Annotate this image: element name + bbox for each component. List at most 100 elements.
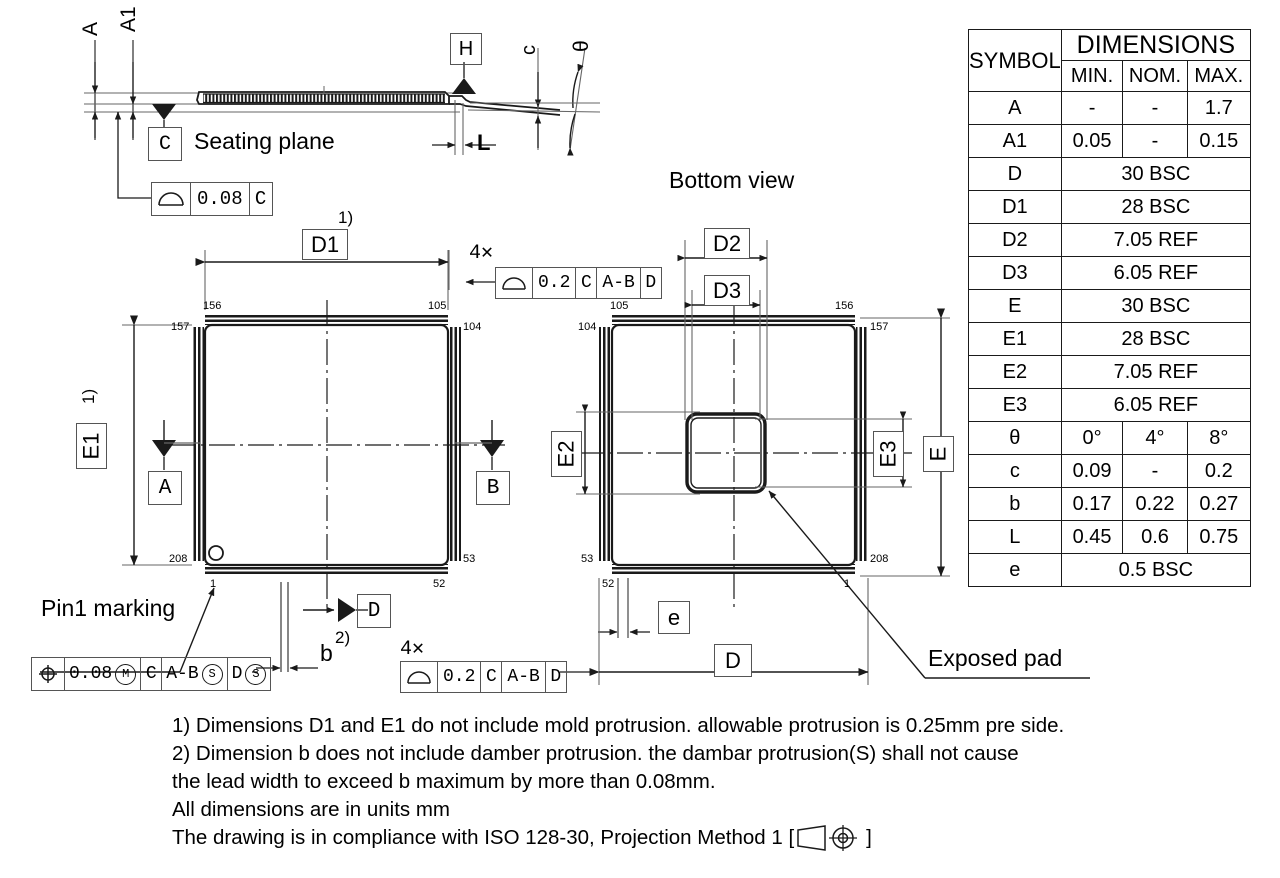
- pin-num-upper-left: 157: [171, 321, 190, 333]
- position-datum2-cell: A-B S: [162, 658, 228, 690]
- bottom-profile-symbol-cell: [401, 662, 438, 692]
- position-datum2: A-B: [166, 664, 199, 684]
- note-line-5: The drawing is in compliance with ISO 12…: [172, 826, 795, 849]
- datum-d-label: D: [367, 599, 381, 623]
- position-tolerance-value: 0.08: [69, 664, 113, 684]
- datum-b-box: B: [476, 471, 510, 505]
- table-cell-symbol: D3: [968, 256, 1062, 290]
- dim-e3-label: E3: [875, 440, 901, 468]
- rfs-modifier-icon-2: S: [245, 663, 267, 685]
- pin-num-bottom-right: 52: [433, 578, 446, 590]
- bv-pin-num-lower-right: 208: [870, 553, 889, 565]
- table-cell-nom: -: [1122, 454, 1188, 488]
- dim-e2-label: E2: [553, 440, 579, 468]
- top-profile-datum2-cell: A-B: [597, 268, 641, 298]
- top-profile-datum3-cell: D: [641, 268, 661, 298]
- rfs-modifier-icon-1: S: [201, 663, 223, 685]
- profile-surface-icon: [502, 276, 526, 290]
- table-cell-value-span: 28 BSC: [1060, 322, 1252, 356]
- bv-pin-num-top-right: 156: [835, 300, 854, 312]
- top-profile-datum3: D: [645, 273, 657, 293]
- max-header: MAX.: [1186, 60, 1252, 92]
- table-cell-value-span: 28 BSC: [1060, 190, 1252, 224]
- bv-pin-num-lower-left: 53: [581, 553, 594, 565]
- dim-e1-box: E1: [76, 423, 107, 469]
- table-cell-min: 0.05: [1060, 124, 1124, 158]
- profile-surface-icon: [407, 670, 431, 684]
- datum-b-label: B: [486, 476, 500, 500]
- bottom-profile-fcf: 0.2 C A-B D: [400, 661, 567, 693]
- table-cell-value-span: 7.05 REF: [1060, 355, 1252, 389]
- dim-b-note: 2): [335, 628, 351, 647]
- dim-e-pitch-label: e: [667, 604, 681, 630]
- pin1-marking-label: Pin1 marking: [41, 595, 176, 621]
- side-view-dim-c-label: c: [518, 45, 540, 55]
- pin-num-lower-right: 53: [463, 553, 476, 565]
- table-cell-min: -: [1060, 91, 1124, 125]
- flatness-datum-cell: C: [250, 183, 272, 215]
- note-line-2: 2) Dimension b does not include damber p…: [172, 742, 1019, 765]
- pin-num-top-left: 156: [203, 300, 222, 312]
- table-cell-value-span: 6.05 REF: [1060, 388, 1252, 422]
- table-cell-nom: 4°: [1122, 421, 1188, 455]
- table-cell-symbol: L: [968, 520, 1062, 554]
- table-cell-max: 0.75: [1186, 520, 1252, 554]
- top-profile-symbol-cell: [496, 268, 533, 298]
- dim-e1-note: 1): [79, 388, 98, 404]
- top-profile-datum2: A-B: [602, 273, 635, 293]
- datum-c-label: C: [158, 132, 171, 156]
- table-cell-symbol: E1: [968, 322, 1062, 356]
- exposed-pad-label: Exposed pad: [928, 645, 1063, 671]
- dim-d-box: D: [714, 644, 752, 677]
- table-cell-symbol: e: [968, 553, 1062, 587]
- bottom-profile-datum1: C: [486, 667, 497, 687]
- dim-d3-label: D3: [712, 277, 742, 303]
- bottom-profile-datum2: A-B: [507, 667, 540, 687]
- note-line-4: All dimensions are in units mm: [172, 798, 450, 821]
- note-line-5-tail: ]: [866, 826, 872, 849]
- position-datum1: C: [145, 664, 157, 684]
- dim-e-label: E: [925, 446, 951, 462]
- profile-surface-icon: [158, 192, 184, 206]
- table-cell-symbol: D1: [968, 190, 1062, 224]
- table-cell-nom: -: [1122, 91, 1188, 125]
- table-cell-symbol: E2: [968, 355, 1062, 389]
- bv-pin-num-upper-right: 157: [870, 321, 889, 333]
- dim-e-pitch-box: e: [658, 601, 690, 634]
- datum-c-box: C: [148, 127, 182, 161]
- table-cell-nom: -: [1122, 124, 1188, 158]
- table-cell-max: 1.7: [1186, 91, 1252, 125]
- first-angle-projection-icon: [797, 825, 858, 851]
- datum-d-box: D: [357, 594, 391, 628]
- position-datum3: D: [231, 664, 243, 684]
- datum-h-box: H: [450, 33, 482, 65]
- symbol-header: SYMBOL: [968, 29, 1062, 92]
- top-profile-multiplier: 4✕: [469, 242, 494, 265]
- mmc-modifier-icon: M: [115, 663, 137, 685]
- dimensions-header: DIMENSIONS: [1060, 29, 1252, 61]
- table-cell-max: 8°: [1186, 421, 1252, 455]
- table-cell-min: 0.45: [1060, 520, 1124, 554]
- pin-num-upper-right: 104: [463, 321, 482, 333]
- side-view-dim-theta-label: θ: [570, 40, 593, 52]
- bottom-profile-value: 0.2: [443, 667, 476, 687]
- bv-pin-num-upper-left: 104: [578, 321, 597, 333]
- bottom-profile-datum2-cell: A-B: [502, 662, 546, 692]
- bottom-profile-value-cell: 0.2: [438, 662, 482, 692]
- table-cell-symbol: D: [968, 157, 1062, 191]
- pin-num-top-right: 105: [428, 300, 447, 312]
- table-header-row-1: SYMBOL DIMENSIONS: [968, 29, 1252, 92]
- dim-d2-label: D2: [712, 230, 742, 256]
